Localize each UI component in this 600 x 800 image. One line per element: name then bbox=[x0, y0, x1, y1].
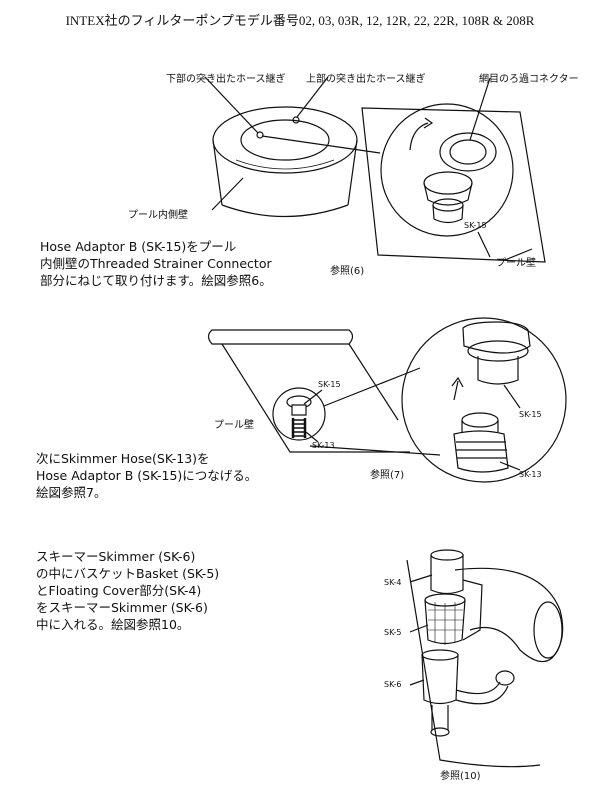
figure-7-instructions: 次にSkimmer Hose(SK-13)を Hose Adaptor B (S… bbox=[36, 450, 257, 501]
label-strainer-connector: 網目のろ過コネクター bbox=[479, 74, 579, 85]
instruction-line: 内側壁のThreaded Strainer Connector bbox=[40, 256, 272, 271]
label-lower-fitting: 下部の突き出たホース継ぎ bbox=[166, 74, 286, 85]
figure-10-instructions: スキーマーSkimmer (SK-6) の中にバスケットBasket (SK-5… bbox=[36, 548, 219, 633]
figure-6-reference: 参照(6) bbox=[330, 266, 365, 277]
instruction-line: をスキーマーSkimmer (SK-6) bbox=[36, 600, 208, 615]
instruction-line: 中に入れる。絵図参照10。 bbox=[36, 617, 190, 632]
instruction-line: 次にSkimmer Hose(SK-13)を bbox=[36, 451, 210, 466]
label-upper-fitting: 上部の突き出たホース継ぎ bbox=[306, 74, 426, 85]
label-sk5: SK-5 bbox=[384, 628, 402, 637]
label-sk6: SK-6 bbox=[384, 680, 402, 689]
instruction-line: Hose Adaptor B (SK-15)をプール bbox=[40, 239, 237, 254]
figure-7-reference: 参照(7) bbox=[370, 470, 405, 481]
label-sk15-small: SK-15 bbox=[318, 380, 341, 389]
label-sk13-small: SK-13 bbox=[312, 441, 335, 450]
label-sk4: SK-4 bbox=[384, 578, 402, 587]
instruction-line: Hose Adaptor B (SK-15)につなげる。 bbox=[36, 468, 258, 483]
figure-6-instructions: Hose Adaptor B (SK-15)をプール 内側壁のThreaded … bbox=[40, 238, 272, 289]
page-title: INTEX社のフィルターポンプモデル番号02, 03, 03R, 12, 12R… bbox=[65, 13, 535, 28]
label-pool-inner-wall: プール内側壁 bbox=[128, 210, 188, 221]
label-pool-wall-fig7: プール壁 bbox=[214, 420, 254, 431]
instruction-line: の中にバスケットBasket (SK-5) bbox=[36, 566, 220, 581]
instruction-line: 絵図参照7。 bbox=[36, 485, 107, 500]
label-pool-wall-fig6: プール壁 bbox=[496, 258, 536, 269]
instruction-line: スキーマーSkimmer (SK-6) bbox=[36, 549, 196, 564]
label-sk15-large: SK-15 bbox=[519, 410, 542, 419]
label-sk15-fig6: SK-15 bbox=[464, 221, 487, 230]
instruction-line: 部分にねじて取り付けます。絵図参照6。 bbox=[40, 273, 272, 288]
figure-10-reference: 参照(10) bbox=[440, 771, 481, 782]
instruction-line: とFloating Cover部分(SK-4) bbox=[36, 583, 202, 598]
label-sk13-large: SK-13 bbox=[519, 470, 542, 479]
